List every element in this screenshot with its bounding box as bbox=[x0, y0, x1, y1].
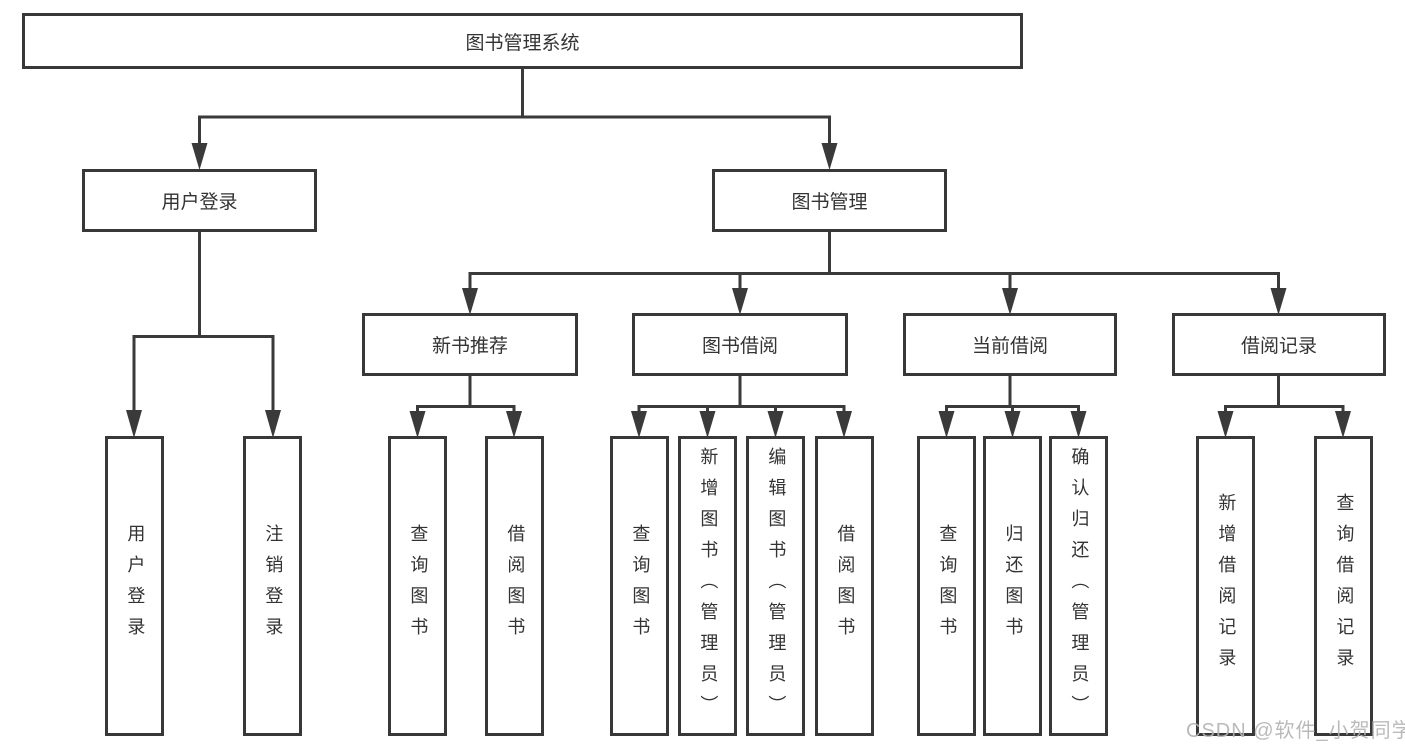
leaf-query-borrow-record: 查询借阅记录 bbox=[1314, 436, 1373, 736]
node-label: 图书借阅 bbox=[701, 336, 778, 357]
leaf-return-books: 归还图书 bbox=[983, 436, 1042, 736]
connector-records-to-leaves bbox=[1224, 375, 1345, 414]
leaf-label: 查询图书 bbox=[937, 524, 958, 648]
node-label: 当前借阅 bbox=[971, 336, 1048, 357]
leaf-label: 注销登录 bbox=[263, 524, 284, 648]
node-book-management: 图书管理 bbox=[712, 169, 947, 232]
leaf-label: 用户登录 bbox=[125, 524, 146, 648]
leaf-label: 查询借阅记录 bbox=[1334, 493, 1355, 679]
leaf-label: 借阅图书 bbox=[505, 524, 526, 648]
leaf-borrow-books: 借阅图书 bbox=[815, 436, 874, 736]
connector-borrowing-to-leaves bbox=[637, 375, 846, 414]
connector-bookmgmt-to-level3 bbox=[468, 232, 1280, 290]
leaf-label: 新增借阅记录 bbox=[1216, 493, 1237, 679]
leaf-add-borrow-record: 新增借阅记录 bbox=[1196, 436, 1255, 736]
leaf-label: 查询图书 bbox=[408, 524, 429, 648]
node-label: 图书管理 bbox=[791, 192, 868, 213]
connector-newbooks-to-leaves bbox=[416, 375, 516, 414]
leaf-label: 查询图书 bbox=[630, 524, 651, 648]
leaf-user-login: 用户登录 bbox=[105, 436, 164, 736]
leaf-query-books-current: 查询图书 bbox=[917, 436, 976, 736]
leaf-query-books-borrowing: 查询图书 bbox=[610, 436, 669, 736]
leaf-label: 确认归还（管理员） bbox=[1069, 446, 1090, 726]
connector-current-to-leaves bbox=[945, 376, 1080, 414]
leaf-label: 归还图书 bbox=[1003, 524, 1024, 648]
leaf-add-books-admin: 新增图书（管理员） bbox=[678, 436, 737, 736]
node-current-borrowing: 当前借阅 bbox=[903, 313, 1117, 376]
node-label: 用户登录 bbox=[161, 192, 238, 213]
node-user-login: 用户登录 bbox=[82, 169, 317, 232]
node-label: 借阅记录 bbox=[1240, 336, 1317, 357]
connector-userlogin-to-leaves bbox=[132, 231, 275, 414]
leaf-logout: 注销登录 bbox=[243, 436, 302, 736]
leaf-borrow-books-recommend: 借阅图书 bbox=[485, 436, 544, 736]
leaf-edit-books-admin: 编辑图书（管理员） bbox=[746, 436, 805, 736]
node-book-borrowing: 图书借阅 bbox=[632, 313, 848, 376]
node-new-book-recommend: 新书推荐 bbox=[362, 313, 578, 376]
node-borrow-records: 借阅记录 bbox=[1172, 313, 1386, 376]
node-library-management-system: 图书管理系统 bbox=[22, 13, 1023, 69]
node-label: 图书管理系统 bbox=[465, 32, 580, 54]
leaf-query-books-recommend: 查询图书 bbox=[388, 436, 447, 736]
leaf-confirm-return-admin: 确认归还（管理员） bbox=[1049, 436, 1108, 736]
leaf-label: 编辑图书（管理员） bbox=[766, 446, 787, 726]
csdn-watermark: CSDN @软件_小贺同学 bbox=[1186, 720, 1405, 742]
leaf-label: 借阅图书 bbox=[835, 524, 856, 648]
node-label: 新书推荐 bbox=[431, 336, 508, 357]
leaf-label: 新增图书（管理员） bbox=[698, 446, 719, 726]
arrowheads bbox=[126, 143, 1351, 438]
connector-root-to-level2 bbox=[198, 69, 831, 146]
